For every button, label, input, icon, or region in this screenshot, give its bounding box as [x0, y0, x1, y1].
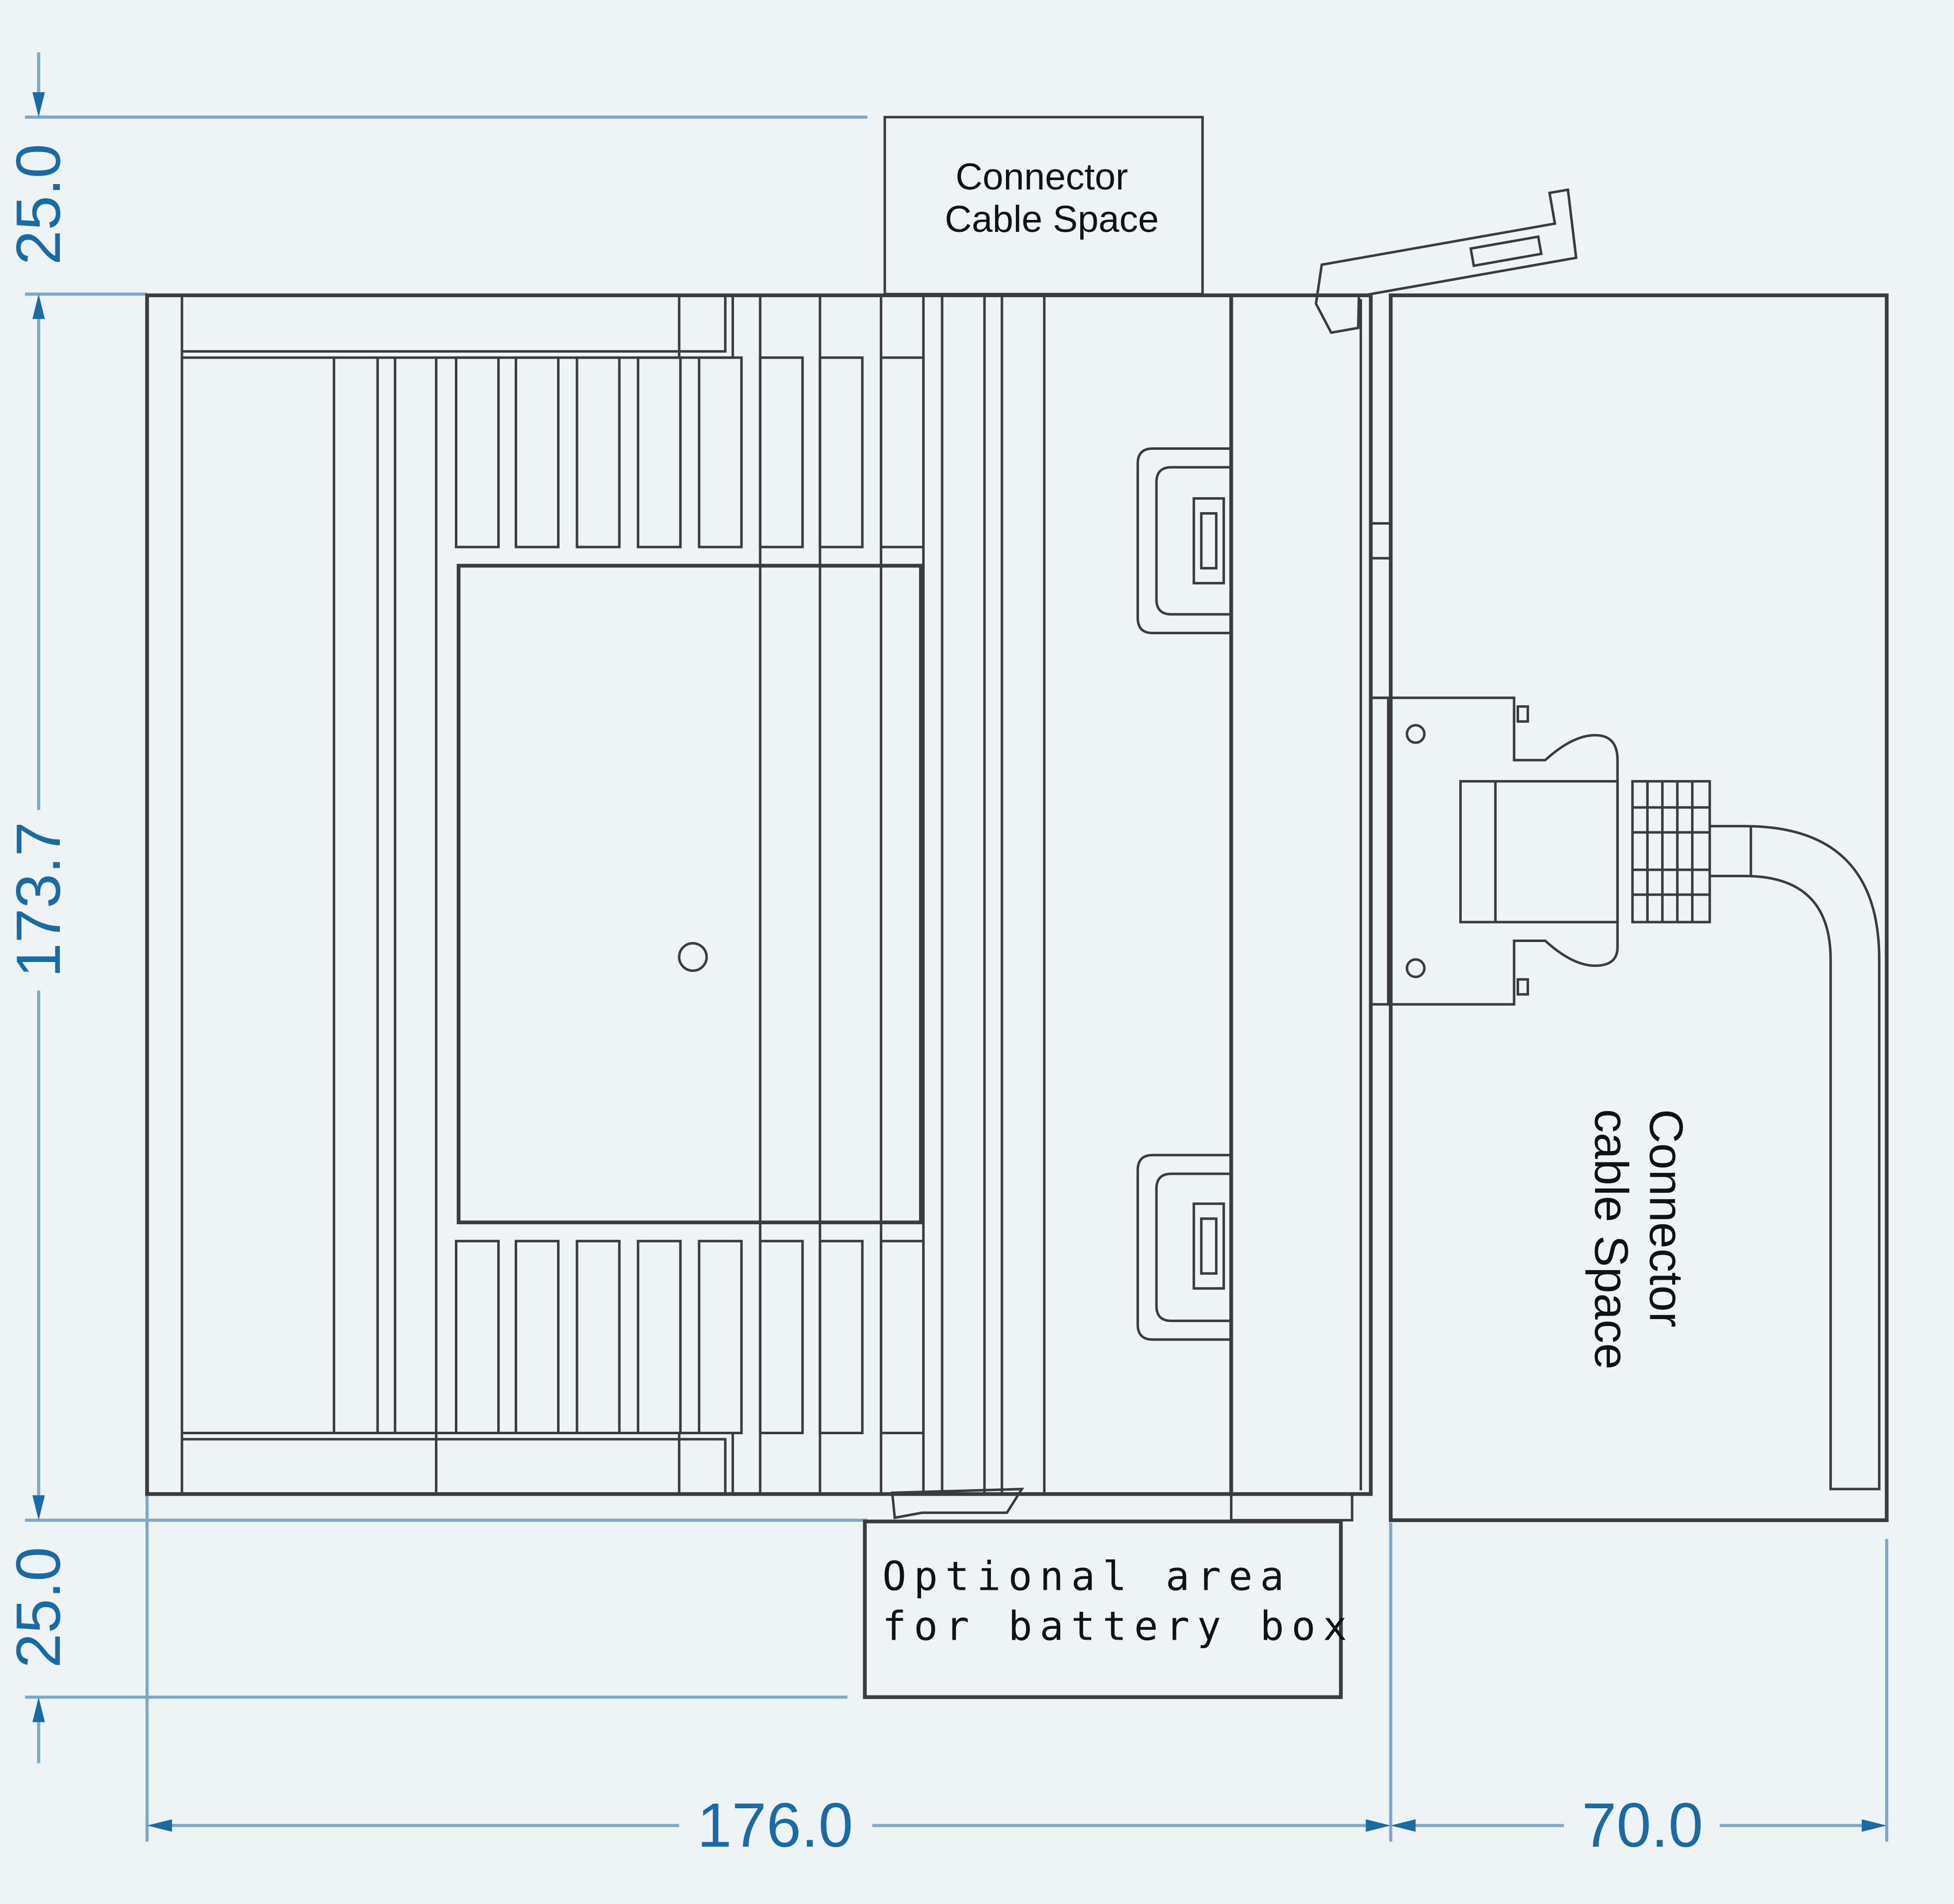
side-space-line1: Connector — [1639, 1109, 1692, 1328]
arrow-side-left — [1390, 1819, 1416, 1832]
arrow-width-left — [147, 1819, 172, 1832]
front-section — [1229, 293, 1373, 1496]
side-cable-space-box — [1388, 293, 1889, 1523]
dimension-lines — [25, 52, 1889, 1842]
dim-top-clearance: 25.0 — [4, 144, 73, 265]
bottom-rail-inner — [182, 1438, 727, 1494]
upper-latch — [1136, 447, 1231, 634]
body-outline — [145, 293, 1233, 1496]
dim-width: 176.0 — [697, 1791, 853, 1860]
arrow-width-right — [1366, 1819, 1391, 1832]
dim-bottom-clearance: 25.0 — [4, 1547, 73, 1668]
top-rail — [182, 295, 734, 359]
arrow-bottom-up — [32, 1697, 45, 1722]
top-space-line1: Connector — [956, 156, 1128, 197]
center-plate — [456, 564, 923, 1224]
battery-line1: Optional area — [882, 1553, 1292, 1599]
top-cable-space: Connector Cable Space — [883, 116, 1204, 296]
upper-vents — [455, 356, 925, 549]
dim-height: 173.7 — [4, 822, 73, 978]
battery-clip — [891, 1488, 1024, 1520]
mounting-hole — [678, 942, 708, 972]
arrow-top-down — [32, 92, 45, 117]
arrow-side-right — [1862, 1819, 1887, 1832]
servo-drive-body — [145, 188, 1881, 1522]
bottom-rail — [182, 1431, 734, 1494]
battery-area: Optional area for battery box — [863, 1520, 1355, 1699]
side-cable-space: Connector cable Space — [1388, 293, 1889, 1523]
arrow-height-down — [32, 1495, 45, 1521]
front-bottom-step — [1230, 1494, 1354, 1522]
side-space-line2: cable Space — [1584, 1109, 1637, 1370]
top-space-line2: Cable Space — [945, 198, 1159, 240]
top-connector — [1315, 188, 1578, 334]
side-connector — [1369, 696, 1881, 1491]
heatsink-fins — [333, 295, 1003, 1494]
battery-line2: for battery box — [882, 1603, 1355, 1649]
arrow-height-up — [32, 294, 45, 319]
top-rail-inner — [182, 295, 727, 353]
lower-latch — [1136, 1153, 1231, 1341]
dim-side-clearance: 70.0 — [1582, 1791, 1703, 1860]
lower-vents — [455, 1240, 925, 1434]
battery-area-box — [863, 1520, 1343, 1699]
